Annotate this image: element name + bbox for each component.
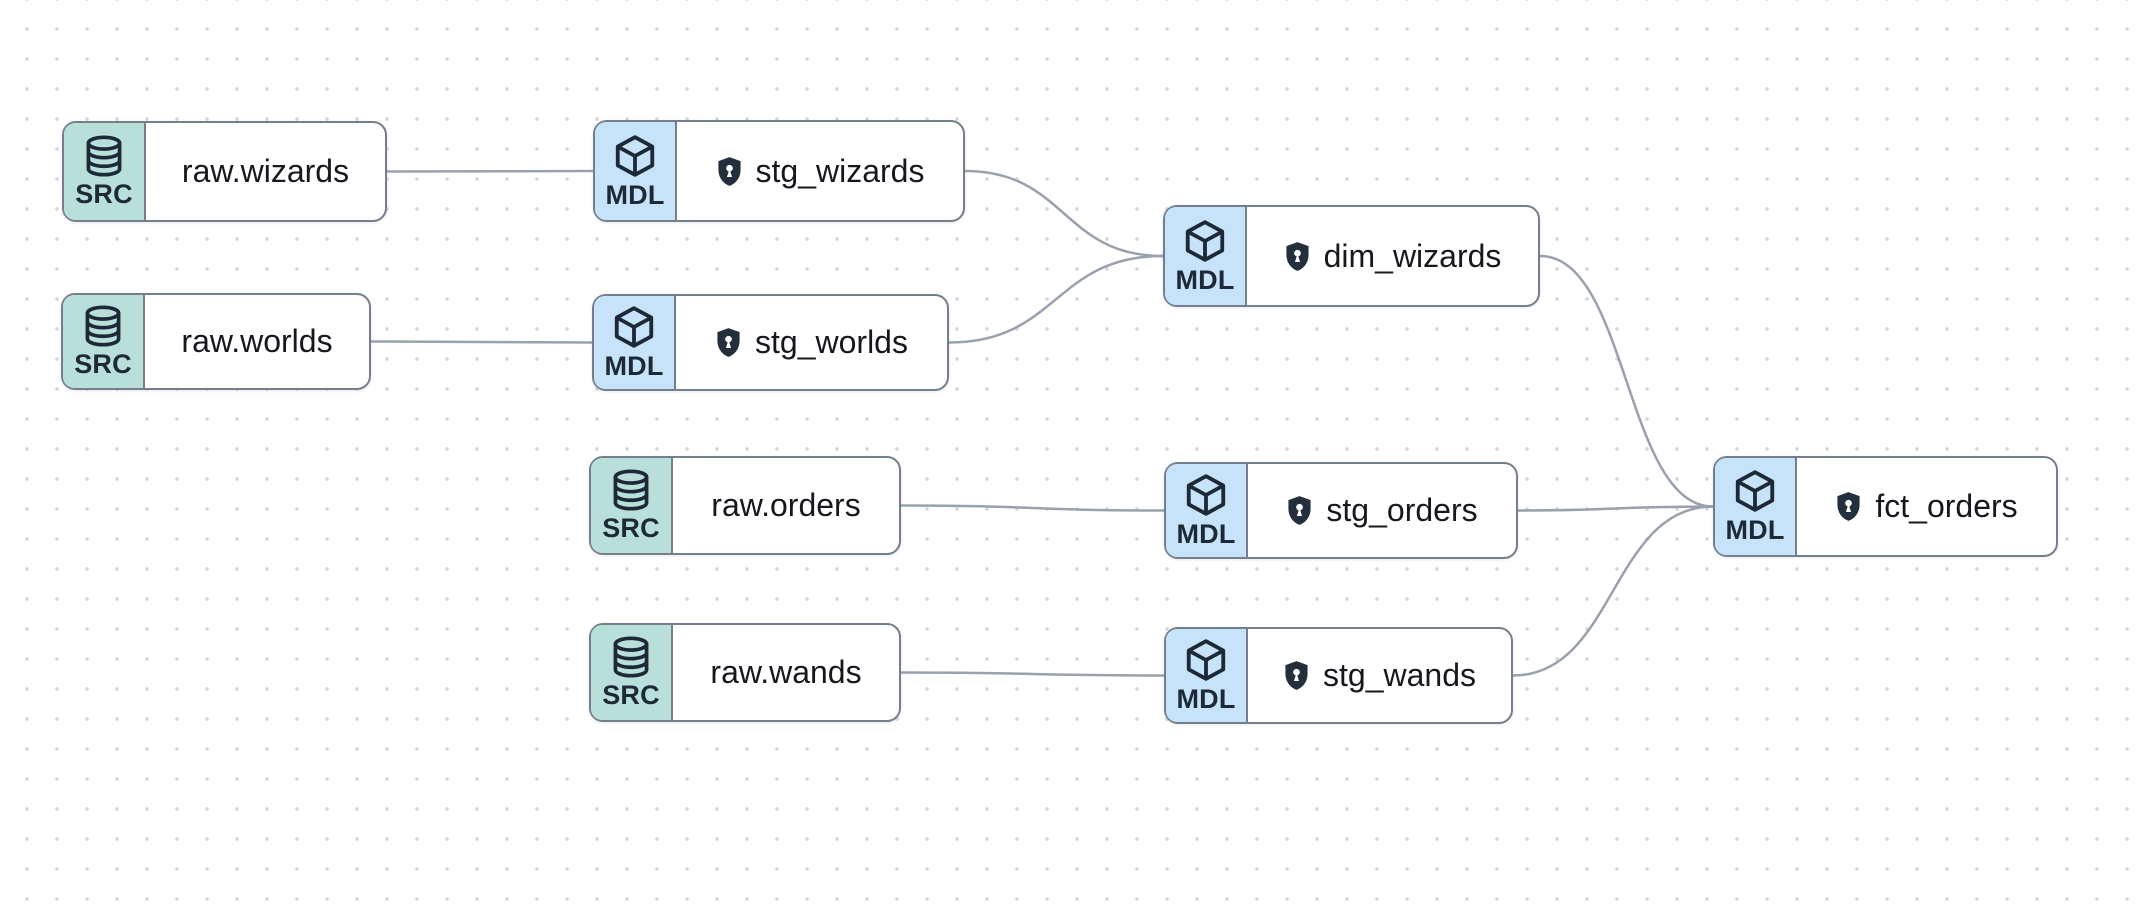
node-label: raw.wands [710, 654, 862, 690]
source-kind-badge: SRC [591, 625, 673, 720]
database-icon [613, 636, 649, 678]
node-kind-label: MDL [605, 179, 665, 210]
node-label: fct_orders [1875, 488, 2018, 524]
shield-lock-icon [717, 156, 741, 186]
node-kind-label: MDL [1176, 684, 1236, 715]
edge-stg_wizards-to-dim_wizards [963, 169, 1165, 258]
node-kind-label: SRC [75, 179, 133, 210]
database-icon [85, 305, 121, 347]
edge-stg_wands-to-fct_orders [1511, 505, 1715, 677]
node-body: raw.orders [673, 458, 899, 553]
node-dim-wizards[interactable]: MDL dim_wizards [1163, 205, 1540, 307]
shield-lock-icon [1837, 492, 1860, 521]
edge-raw.orders-to-stg_orders [899, 504, 1166, 512]
node-stg-wizards[interactable]: MDL stg_wizards [593, 120, 965, 222]
source-kind-badge: SRC [591, 458, 673, 553]
edge-raw.worlds-to-stg_worlds [369, 340, 594, 344]
cube-icon [1186, 639, 1226, 682]
model-kind-badge: MDL [595, 122, 677, 220]
edge-stg_orders-to-fct_orders [1516, 505, 1715, 512]
model-kind-badge: MDL [1715, 458, 1797, 555]
node-body: fct_orders [1797, 458, 2056, 555]
shield-lock-icon [1288, 496, 1311, 525]
node-raw-wands[interactable]: SRC raw.wands [589, 623, 901, 722]
node-label: raw.orders [711, 487, 861, 523]
cube-icon [1185, 220, 1225, 262]
node-body: dim_wizards [1247, 207, 1538, 305]
node-kind-label: MDL [1725, 515, 1785, 546]
edge-raw.wands-to-stg_wands [899, 671, 1166, 677]
node-label: raw.worlds [181, 323, 333, 359]
edge-raw.wizards-to-stg_wizards [385, 169, 595, 173]
shield-lock-icon [1285, 661, 1308, 690]
shield-lock-icon [1286, 241, 1309, 271]
node-kind-label: SRC [602, 680, 660, 711]
node-stg-wands[interactable]: MDL stg_wands [1164, 627, 1513, 724]
node-label: stg_orders [1326, 492, 1478, 528]
model-kind-badge: MDL [1166, 629, 1248, 722]
model-kind-badge: MDL [1166, 464, 1248, 557]
node-fct-orders[interactable]: MDL fct_orders [1713, 456, 2058, 557]
node-raw-orders[interactable]: SRC raw.orders [589, 456, 901, 555]
node-label: stg_wands [1323, 657, 1476, 693]
source-kind-badge: SRC [64, 123, 146, 220]
node-raw-worlds[interactable]: SRC raw.worlds [61, 293, 371, 390]
cube-icon [614, 306, 654, 349]
database-icon [86, 135, 122, 177]
node-kind-label: MDL [1175, 264, 1235, 295]
source-kind-badge: SRC [63, 295, 145, 388]
node-kind-label: MDL [604, 351, 664, 382]
cube-icon [1186, 474, 1226, 517]
node-label: dim_wizards [1323, 237, 1502, 274]
cube-icon [615, 135, 655, 177]
model-kind-badge: MDL [1165, 207, 1247, 305]
database-icon [613, 469, 649, 511]
edge-stg_worlds-to-dim_wizards [947, 254, 1165, 344]
node-kind-label: MDL [1176, 519, 1236, 550]
node-body: raw.wands [673, 625, 899, 720]
node-body: stg_orders [1248, 464, 1516, 557]
node-label: stg_worlds [755, 324, 908, 360]
node-stg-orders[interactable]: MDL stg_orders [1164, 462, 1518, 559]
node-stg-worlds[interactable]: MDL stg_worlds [592, 294, 949, 391]
node-body: stg_wizards [677, 122, 963, 220]
node-body: raw.worlds [145, 295, 369, 388]
node-kind-label: SRC [74, 349, 132, 380]
node-body: raw.wizards [146, 123, 385, 220]
model-kind-badge: MDL [594, 296, 676, 389]
node-body: stg_worlds [676, 296, 947, 389]
node-label: raw.wizards [181, 153, 350, 189]
node-label: stg_wizards [755, 152, 925, 189]
node-body: stg_wands [1248, 629, 1511, 722]
edge-dim_wizards-to-fct_orders [1538, 254, 1715, 508]
node-raw-wizards[interactable]: SRC raw.wizards [62, 121, 387, 222]
node-kind-label: SRC [602, 513, 660, 544]
cube-icon [1735, 470, 1775, 513]
shield-lock-icon [717, 328, 740, 357]
